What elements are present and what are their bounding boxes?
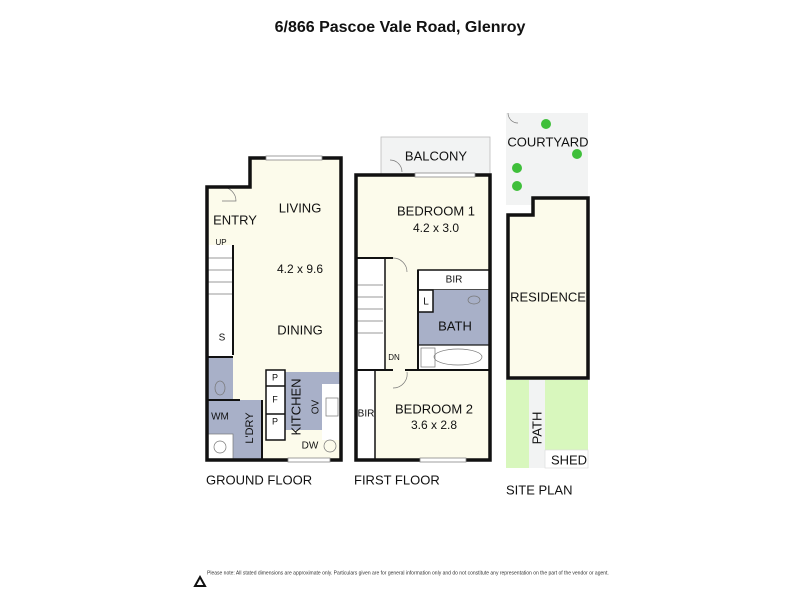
ground-floor: ENTRY LIVING 4.2 x 9.6 DINING KITCHEN OV… bbox=[205, 155, 343, 487]
plan-title: 6/866 Pascoe Vale Road, Glenroy bbox=[275, 19, 526, 36]
label-oven: OV bbox=[311, 399, 322, 414]
room-label-balcony: BALCONY bbox=[405, 148, 467, 163]
window bbox=[419, 457, 467, 463]
gate bbox=[507, 112, 519, 124]
caption-first-floor: FIRST FLOOR bbox=[354, 472, 440, 487]
room-label-living: LIVING bbox=[279, 200, 322, 215]
disclaimer: Please note: All stated dimensions are a… bbox=[207, 570, 609, 576]
label-fridge: F bbox=[272, 394, 278, 404]
room-label-entry: ENTRY bbox=[213, 212, 257, 227]
room-label-bedroom1: BEDROOM 1 bbox=[397, 203, 475, 218]
tree-icons bbox=[512, 119, 582, 191]
label-courtyard: COURTYARD bbox=[507, 134, 588, 149]
caption-ground-floor: GROUND FLOOR bbox=[206, 472, 312, 487]
sink-icon bbox=[323, 439, 337, 453]
balcony-door bbox=[389, 159, 403, 173]
label-pantry: P bbox=[272, 372, 278, 382]
tree-icon bbox=[572, 149, 582, 159]
label-residence: RESIDENCE bbox=[510, 289, 586, 304]
laundry-tub bbox=[206, 433, 234, 461]
tree-icon bbox=[541, 119, 551, 129]
cooktop-icon bbox=[325, 397, 339, 417]
bathtub-icon bbox=[433, 348, 483, 366]
room-label-kitchen: KITCHEN bbox=[288, 378, 303, 435]
room-label-bath: BATH bbox=[438, 318, 472, 333]
label-bir: BIR bbox=[358, 409, 375, 420]
label-washing-machine: WM bbox=[211, 412, 229, 423]
label-bir: BIR bbox=[446, 275, 463, 286]
caption-site-plan: SITE PLAN bbox=[506, 482, 572, 497]
shower-icon bbox=[420, 347, 436, 368]
first-floor: BALCONY BEDROOM 1 4.2 x 3.0 BIR L BATH D… bbox=[354, 136, 492, 487]
label-linen: L bbox=[423, 297, 429, 308]
label-stairs-down: DN bbox=[388, 353, 400, 362]
label-dishwasher: DW bbox=[302, 441, 319, 452]
window bbox=[265, 155, 323, 161]
storage bbox=[207, 308, 233, 357]
label-shed: SHED bbox=[551, 452, 587, 467]
shed bbox=[544, 449, 589, 469]
toilet-icon bbox=[467, 295, 481, 305]
door bbox=[392, 257, 408, 273]
toilet-icon bbox=[214, 380, 226, 396]
logo-icon bbox=[193, 574, 207, 587]
door bbox=[392, 371, 408, 389]
window bbox=[287, 457, 331, 463]
laundry-sink-icon bbox=[213, 440, 227, 454]
tree-icon bbox=[512, 181, 522, 191]
label-pantry: P bbox=[272, 416, 278, 426]
lawn bbox=[506, 380, 529, 468]
room-label-dining: DINING bbox=[277, 322, 323, 337]
tree-icon bbox=[512, 163, 522, 173]
room-size-living: 4.2 x 9.6 bbox=[277, 262, 323, 276]
laundry-area-lower bbox=[233, 400, 262, 460]
label-stairs-up: UP bbox=[215, 238, 226, 247]
site-plan: COURTYARD RESIDENCE PATH SHED SITE PLAN bbox=[506, 112, 590, 497]
room-label-bedroom2: BEDROOM 2 bbox=[395, 401, 473, 416]
stairs-down bbox=[356, 258, 385, 370]
room-label-laundry: L'DRY bbox=[244, 412, 256, 444]
balcony bbox=[380, 136, 491, 176]
lawn bbox=[545, 380, 588, 450]
stairs-up bbox=[207, 245, 233, 308]
label-storage: S bbox=[219, 333, 226, 344]
room-size-bedroom2: 3.6 x 2.8 bbox=[411, 418, 457, 432]
pantry-fridge-block bbox=[265, 369, 286, 441]
label-path: PATH bbox=[529, 412, 544, 445]
residence bbox=[506, 196, 590, 380]
powder-room bbox=[207, 357, 233, 400]
room-size-bedroom1: 4.2 x 3.0 bbox=[413, 221, 459, 235]
window bbox=[414, 172, 476, 178]
path bbox=[529, 380, 545, 468]
